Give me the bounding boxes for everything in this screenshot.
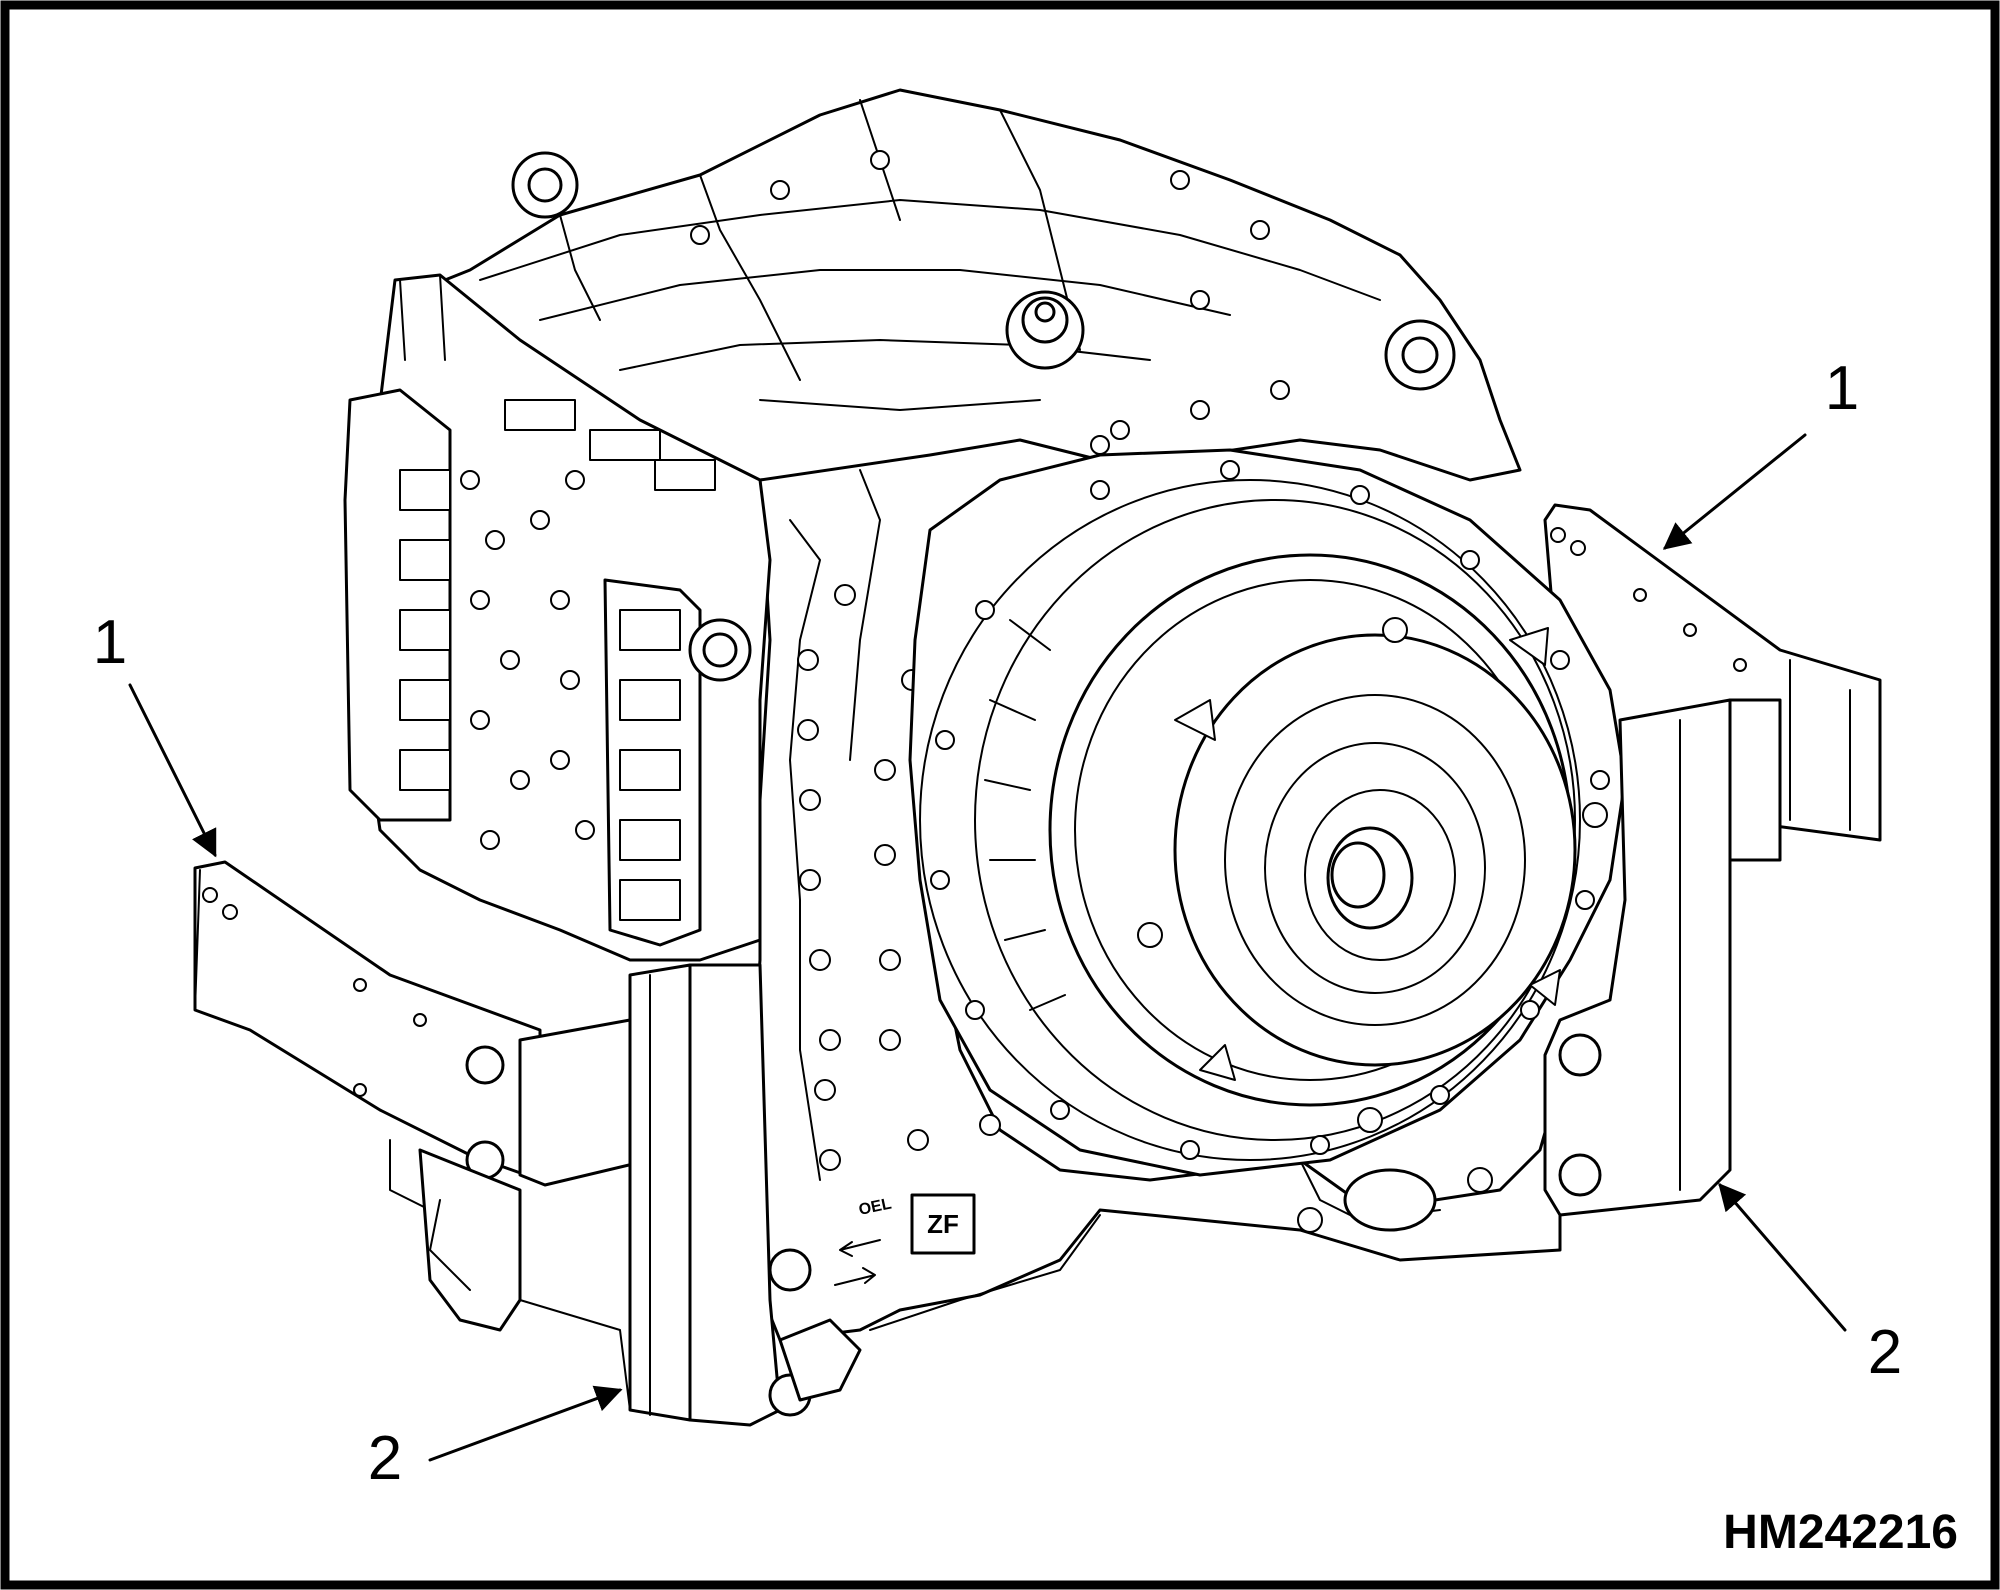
callout-label-2-right: 2 (1867, 1318, 1903, 1387)
callout-label-2-left: 2 (367, 1424, 403, 1493)
control-valve-assembly (343, 273, 772, 962)
callout-label-1-left: 1 (92, 608, 128, 677)
callout-arrow-right-lower (1718, 1182, 1847, 1332)
callout-arrow-right-upper (1662, 433, 1807, 550)
callout-arrow-left-lower (428, 1385, 623, 1462)
oil-pan (418, 1148, 631, 1411)
callout-label-1-right: 1 (1824, 354, 1860, 423)
figure-code: HM242216 (1723, 1506, 1958, 1559)
mounting-block-left (628, 963, 862, 1427)
mounting-block-right (1543, 698, 1782, 1217)
callout-arrows (128, 433, 1847, 1462)
svg-text:ZF: ZF (927, 1209, 959, 1239)
mounting-bracket-left (193, 860, 652, 1211)
converter-housing (908, 448, 1627, 1233)
transmission-upper-housing (393, 88, 1522, 522)
callout-arrow-left-upper (128, 683, 217, 858)
oil-plate-text: OEL (857, 1195, 893, 1219)
